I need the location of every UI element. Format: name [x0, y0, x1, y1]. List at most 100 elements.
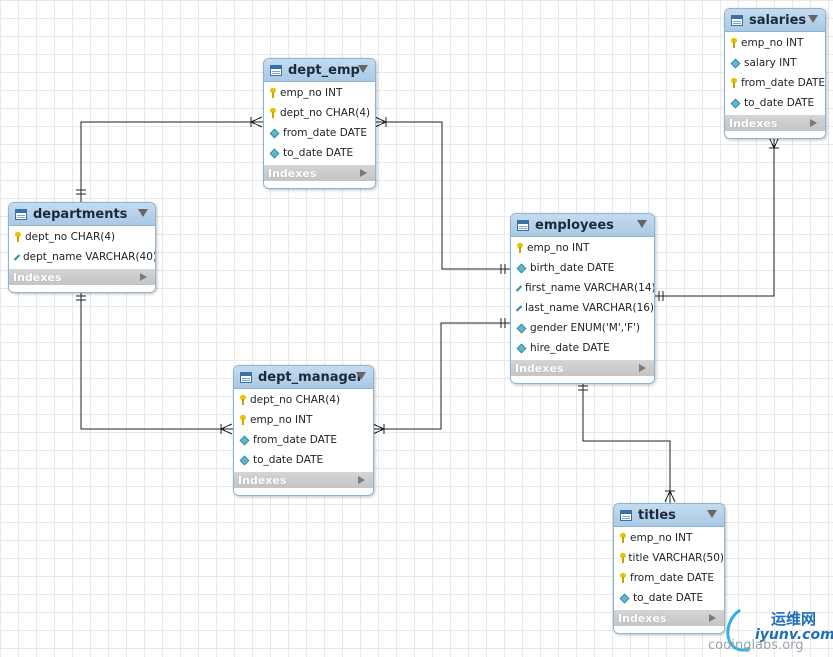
table-header[interactable]: departments	[9, 203, 155, 226]
table-dept-emp[interactable]: dept_emp emp_no INT dept_no CHAR(4) from_d…	[263, 58, 376, 189]
primary-key-icon	[270, 108, 276, 118]
column-diamond-icon	[619, 593, 630, 603]
collapse-arrow-icon[interactable]	[358, 65, 368, 73]
indexes-section[interactable]: Indexes	[725, 115, 825, 131]
table-header[interactable]: dept_manager	[234, 366, 373, 389]
rel-employees-salaries	[654, 136, 775, 297]
expand-arrow-icon[interactable]	[140, 273, 147, 281]
indexes-section[interactable]: Indexes	[614, 610, 724, 626]
column-row[interactable]: to_date DATE	[725, 93, 825, 113]
rel-departments-dept-emp	[80, 121, 263, 202]
column-row[interactable]: last_name VARCHAR(16)	[511, 298, 654, 318]
table-icon	[15, 208, 27, 220]
column-row[interactable]: birth_date DATE	[511, 258, 654, 278]
collapse-arrow-icon[interactable]	[808, 15, 818, 23]
primary-key-icon	[620, 553, 627, 563]
column-row[interactable]: hire_date DATE	[511, 338, 654, 358]
column-name: from_date DATE	[740, 77, 825, 89]
column-row[interactable]: gender ENUM('M','F')	[511, 318, 654, 338]
column-row[interactable]: salary INT	[725, 53, 825, 73]
expand-arrow-icon[interactable]	[360, 169, 367, 177]
column-row[interactable]: first_name VARCHAR(14)	[511, 278, 654, 298]
column-row[interactable]: emp_no INT	[725, 33, 825, 53]
table-icon	[731, 14, 743, 26]
expand-arrow-icon[interactable]	[358, 476, 365, 484]
collapse-arrow-icon[interactable]	[707, 510, 717, 518]
expand-arrow-icon[interactable]	[639, 364, 646, 372]
column-row[interactable]: dept_no CHAR(4)	[9, 227, 155, 247]
collapse-arrow-icon[interactable]	[637, 220, 647, 228]
column-diamond-icon	[515, 304, 523, 312]
indexes-section[interactable]: Indexes	[264, 165, 375, 181]
column-list: dept_no CHAR(4)emp_no INT from_date DATE t…	[234, 389, 373, 472]
indexes-section[interactable]: Indexes	[9, 269, 155, 285]
column-row[interactable]: to_date DATE	[614, 588, 724, 608]
column-name: emp_no INT	[527, 242, 590, 254]
column-row[interactable]: to_date DATE	[264, 143, 375, 163]
indexes-label: Indexes	[729, 116, 778, 130]
indexes-label: Indexes	[13, 270, 62, 284]
collapse-arrow-icon[interactable]	[356, 372, 366, 380]
table-dept-manager[interactable]: dept_manager dept_no CHAR(4)emp_no INT fr…	[233, 365, 374, 496]
rel-departments-dept-manager	[80, 291, 233, 430]
column-row[interactable]: dept_no CHAR(4)	[234, 390, 373, 410]
table-header[interactable]: salaries	[725, 9, 825, 32]
column-row[interactable]: emp_no INT	[264, 83, 375, 103]
column-diamond-icon	[13, 253, 21, 261]
primary-key-icon	[270, 88, 276, 98]
table-icon	[270, 64, 282, 76]
column-name: from_date DATE	[283, 127, 368, 139]
column-diamond-icon	[269, 128, 280, 138]
column-diamond-icon	[516, 263, 527, 273]
table-departments[interactable]: departments dept_no CHAR(4) dept_name VAR…	[8, 202, 156, 293]
column-diamond-icon	[516, 323, 527, 333]
table-footer	[9, 285, 155, 292]
indexes-section[interactable]: Indexes	[234, 472, 373, 488]
table-titles[interactable]: titles emp_no INT title VARCHAR(50) from_d…	[613, 503, 725, 634]
column-row[interactable]: from_date DATE	[614, 568, 724, 588]
column-row[interactable]: from_date DATE	[725, 73, 825, 93]
primary-key-icon	[620, 573, 626, 583]
column-row[interactable]: from_date DATE	[234, 430, 373, 450]
indexes-section[interactable]: Indexes	[511, 360, 654, 376]
column-list: dept_no CHAR(4) dept_name VARCHAR(40)	[9, 226, 155, 269]
column-row[interactable]: emp_no INT	[234, 410, 373, 430]
column-name: dept_no CHAR(4)	[280, 107, 371, 119]
column-row[interactable]: dept_name VARCHAR(40)	[9, 247, 155, 267]
primary-key-icon	[240, 395, 246, 405]
table-header[interactable]: dept_emp	[264, 59, 375, 82]
indexes-label: Indexes	[515, 361, 564, 375]
table-footer	[511, 376, 654, 383]
expand-arrow-icon[interactable]	[709, 614, 716, 622]
column-name: to_date DATE	[253, 454, 324, 466]
column-row[interactable]: to_date DATE	[234, 450, 373, 470]
table-title: dept_emp	[288, 62, 360, 78]
indexes-label: Indexes	[238, 473, 287, 487]
column-row[interactable]: emp_no INT	[511, 238, 654, 258]
table-header[interactable]: employees	[511, 214, 654, 237]
column-name: to_date DATE	[744, 97, 815, 109]
column-name: dept_no CHAR(4)	[25, 231, 116, 243]
column-diamond-icon	[239, 455, 250, 465]
column-row[interactable]: emp_no INT	[614, 528, 724, 548]
column-name: title VARCHAR(50)	[628, 552, 724, 564]
column-name: emp_no INT	[280, 87, 343, 99]
column-name: gender ENUM('M','F')	[530, 322, 640, 334]
collapse-arrow-icon[interactable]	[138, 209, 148, 217]
column-row[interactable]: from_date DATE	[264, 123, 375, 143]
table-title: departments	[33, 206, 128, 222]
expand-arrow-icon[interactable]	[810, 119, 817, 127]
column-name: to_date DATE	[283, 147, 354, 159]
column-diamond-icon	[269, 148, 280, 158]
table-header[interactable]: titles	[614, 504, 724, 527]
primary-key-icon	[517, 243, 523, 253]
column-row[interactable]: dept_no CHAR(4)	[264, 103, 375, 123]
column-name: from_date DATE	[253, 434, 338, 446]
primary-key-icon	[620, 533, 626, 543]
column-row[interactable]: title VARCHAR(50)	[614, 548, 724, 568]
